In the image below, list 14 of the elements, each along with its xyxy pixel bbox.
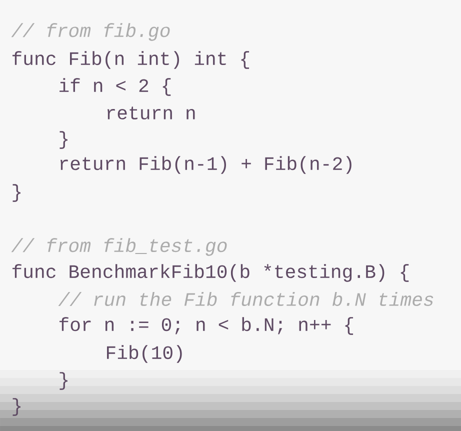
- code-comment: // from fib_test.go: [11, 238, 227, 256]
- code-line: return Fib(n-1) + Fib(n-2): [60, 156, 352, 174]
- code-line: }: [12, 398, 20, 416]
- code-comment: // from fib.go: [11, 23, 170, 41]
- code-line: }: [12, 184, 20, 202]
- code-line: for n := 0; n < b.N; n++ {: [60, 317, 354, 335]
- code-line: }: [60, 131, 68, 149]
- code-line: if n < 2 {: [60, 78, 171, 96]
- code-line: }: [60, 372, 68, 390]
- code-line: Fib(10): [107, 345, 182, 363]
- code-line: func BenchmarkFib10(b *testing.B) {: [12, 264, 409, 282]
- code-comment: // run the Fib function b.N times: [58, 292, 434, 306]
- code-line: return n: [107, 106, 195, 120]
- code-line: func Fib(n int) int {: [12, 51, 250, 69]
